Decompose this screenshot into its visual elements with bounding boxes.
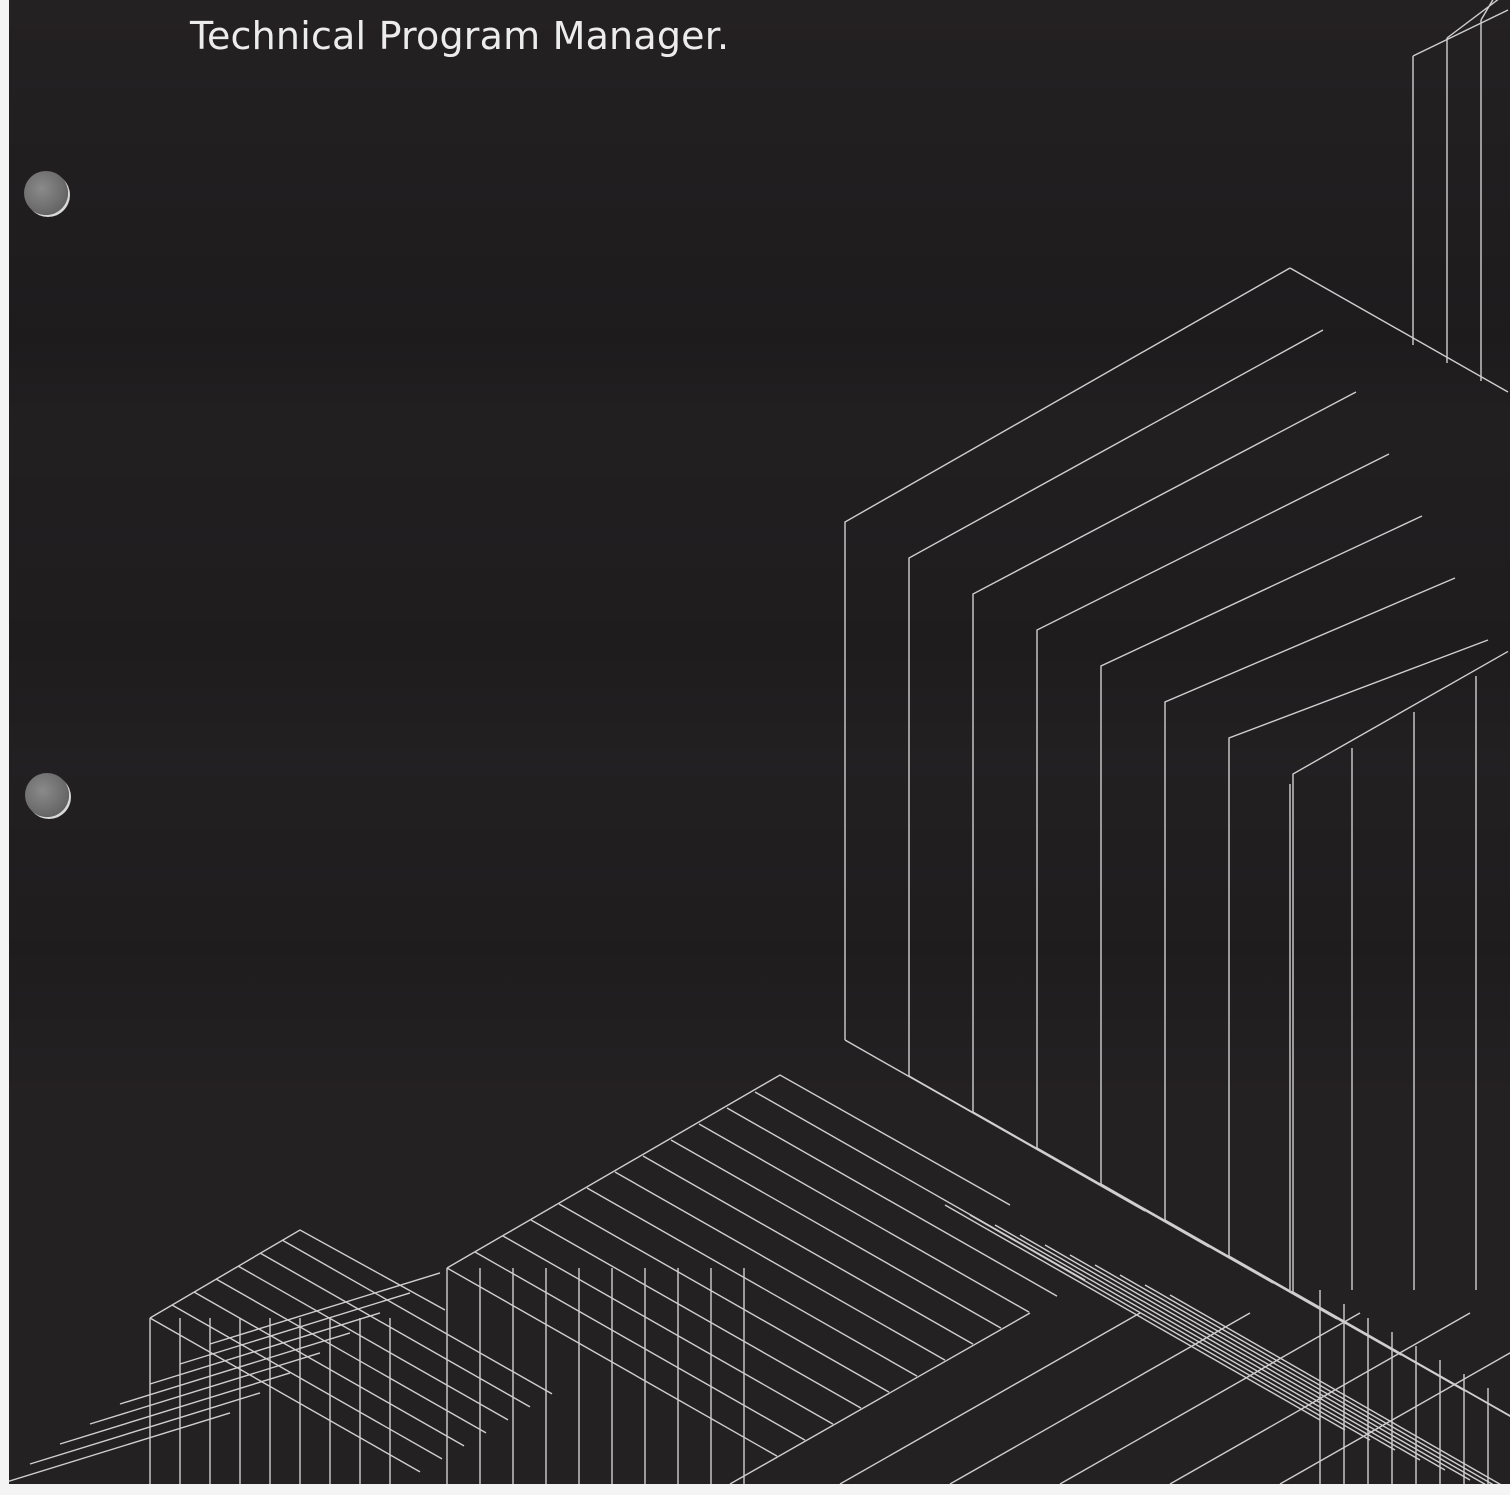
corner-stripe-top: [1412, 9, 1509, 57]
box-left-top-hatch: [237, 1265, 509, 1421]
band-right: [944, 1204, 1321, 1421]
box-left-top-hatch: [193, 1291, 465, 1447]
box-mid-top: [446, 1074, 1011, 1269]
box-left-top-hatch: [281, 1239, 553, 1395]
band-left: [179, 1292, 411, 1365]
box-left-top-hatch: [259, 1252, 531, 1408]
box-mid-top-hatch: [474, 1251, 806, 1441]
band-left: [209, 1272, 441, 1345]
band-left: [0, 1412, 231, 1485]
prism-outline: [1292, 650, 1509, 1292]
band-right: [1094, 1264, 1471, 1481]
box-mid-top-hatch: [446, 1267, 778, 1457]
box-left-top-hatch: [171, 1304, 443, 1460]
box-mid-top-hatch: [726, 1107, 1058, 1297]
band-right: [1044, 1244, 1421, 1461]
corner-stripe-top: [1446, 0, 1499, 39]
band-mid: [1279, 1352, 1510, 1485]
band-left: [89, 1352, 321, 1425]
band-mid: [839, 1312, 1141, 1485]
box-left-top-hatch: [149, 1317, 421, 1473]
prism-outline: [844, 267, 1291, 1040]
band-mid: [729, 1312, 1031, 1485]
band-right: [969, 1214, 1346, 1431]
box-mid-top-hatch: [502, 1235, 834, 1425]
band-left: [149, 1312, 381, 1385]
band-right: [1019, 1234, 1396, 1451]
box-left-top-hatch: [215, 1278, 487, 1434]
box-left-top: [149, 1229, 446, 1319]
box-mid-top-hatch: [698, 1123, 1030, 1313]
box-mid-top-hatch: [614, 1171, 946, 1361]
band-right: [1119, 1274, 1496, 1491]
prism-outline: [908, 329, 1324, 1076]
box-mid-top-hatch: [586, 1187, 918, 1377]
prism-ridge: [1289, 267, 1509, 393]
box-mid-top-hatch: [642, 1155, 974, 1345]
band-mid: [1059, 1312, 1361, 1485]
band-left: [119, 1332, 351, 1405]
punch-hole-bottom: [25, 773, 69, 817]
band-right: [1069, 1254, 1446, 1471]
box-mid-top-hatch: [670, 1139, 1002, 1329]
punch-hole-top: [24, 171, 68, 215]
band-right: [994, 1224, 1371, 1441]
band-left: [29, 1392, 261, 1465]
heading-line: Technical Program Manager.: [190, 14, 730, 58]
page-left-margin: [0, 0, 9, 1495]
box-mid-top-hatch: [530, 1219, 862, 1409]
prism-outline: [1228, 639, 1489, 1256]
band-mid: [949, 1312, 1251, 1485]
prism-outline: [1100, 515, 1423, 1184]
band-right: [1144, 1284, 1510, 1495]
prism-base-edge: [1292, 1291, 1510, 1417]
page-bottom-margin: [0, 1484, 1510, 1495]
heading-text: Technical Program Manager.: [190, 8, 729, 64]
prism-outline: [1036, 453, 1390, 1148]
box-mid-top-hatch: [558, 1203, 890, 1393]
band-right: [1169, 1294, 1510, 1491]
corner-stripe-top: [1480, 0, 1494, 21]
band-left: [59, 1372, 291, 1445]
prism-outline: [1164, 577, 1456, 1220]
prism-outline: [972, 391, 1357, 1112]
